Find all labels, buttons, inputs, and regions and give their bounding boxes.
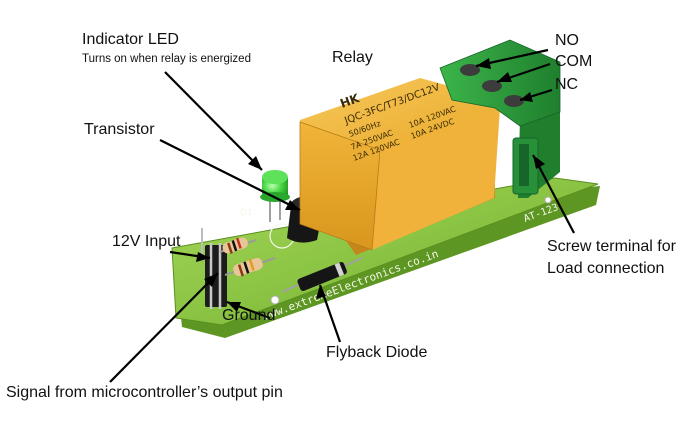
label-relay: Relay (332, 49, 373, 66)
arrow-transistor (159, 139, 301, 211)
label-flyback-diode: Flyback Diode (326, 344, 428, 361)
label-ground: Ground (222, 307, 276, 324)
label-screw-terminal-2: Load connection (547, 260, 665, 277)
flyback-diode (281, 257, 363, 293)
mount-hole-right (544, 196, 552, 204)
arrow-signal (109, 272, 219, 383)
resistor-2 (224, 257, 276, 277)
arrow-screw-terminal (532, 154, 575, 234)
relay-brand: HK (338, 91, 362, 111)
label-indicator-led: Indicator LED (82, 31, 179, 48)
indicator-led (260, 170, 290, 222)
label-nc: NC (555, 76, 579, 93)
label-signal: Signal from microcontroller’s output pin (6, 384, 283, 401)
terminal-screw-no (460, 64, 480, 76)
label-12v-input: 12V Input (112, 233, 181, 250)
terminal-screw-nc (504, 95, 524, 107)
arrow-indicator-led (164, 71, 263, 171)
label-com: COM (555, 53, 593, 70)
screw-terminal (439, 39, 561, 198)
pcb-d1-print: D1 (240, 208, 253, 218)
label-transistor: Transistor (84, 121, 155, 138)
relay: HK JQC-3FC/T73/DC12V 50/60Hz 7A 250VAC 1… (299, 78, 500, 255)
label-no: NO (555, 32, 579, 49)
terminal-screw-com (482, 80, 502, 92)
mount-hole (270, 295, 280, 305)
resistor-1 (219, 237, 257, 254)
label-indicator-led-sub: Turns on when relay is energized (82, 53, 251, 65)
arrow-heads (196, 58, 545, 312)
label-screw-terminal-1: Screw terminal for (547, 238, 676, 255)
